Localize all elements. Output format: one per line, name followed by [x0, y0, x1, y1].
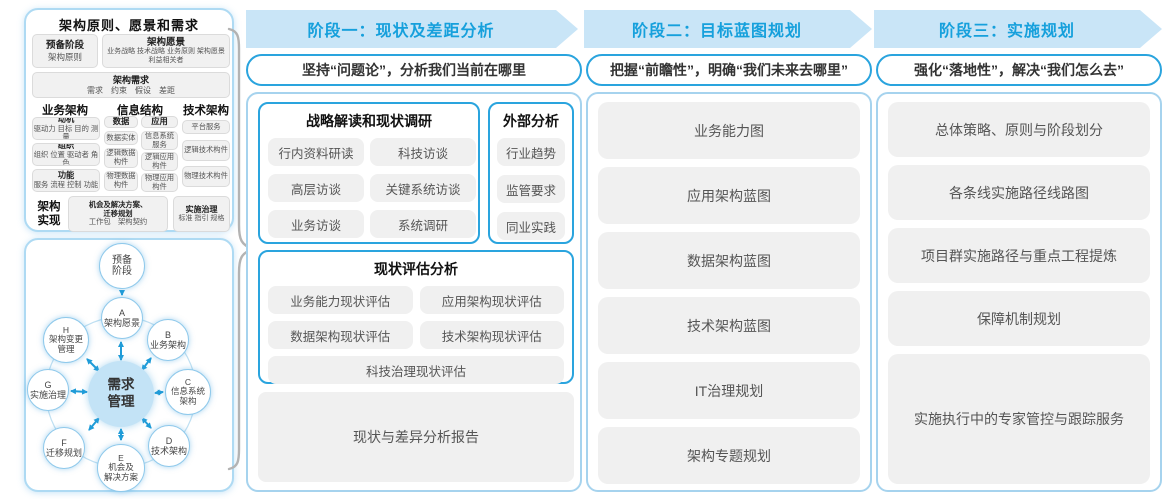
survey-item: 行内资料研读 — [268, 138, 364, 166]
implementation-box-2: 实施治理 标准 指引 规格 — [173, 196, 230, 232]
survey-item: 关键系统访谈 — [370, 174, 476, 202]
external-item: 行业趋势 — [497, 138, 565, 166]
business-item: 动机 驱动力 目标 目的 测量 — [32, 117, 100, 140]
phase3-item: 实施执行中的专家管控与跟踪服务 — [888, 354, 1150, 484]
phase3-band: 阶段三：实施规划 — [874, 10, 1162, 48]
tech-arch-title: 技术架构 — [183, 105, 229, 117]
business-arch-title: 业务架构 — [42, 105, 88, 117]
implementation-label: 架构 实现 — [37, 201, 61, 227]
phase2-motto: 把握“前瞻性”，明确“我们未来去哪里” — [586, 54, 872, 86]
phase2-item: 技术架构蓝图 — [598, 297, 860, 354]
prep-title: 预备阶段 — [45, 40, 84, 52]
business-item: 功能 服务 流程 控制 功能 — [32, 169, 100, 192]
app-label-box: 应用 — [141, 116, 178, 128]
business-item: 组织 组织 位置 驱动者 角色 — [32, 143, 100, 166]
data-label-box: 数据 — [104, 116, 138, 128]
phase3-item: 总体策略、原则与阶段划分 — [888, 102, 1150, 157]
assessment-item: 数据架构现状评估 — [268, 321, 413, 349]
requirements-sub: 需求 约束 假设 差距 — [87, 85, 175, 95]
phase3-item: 项目群实施路径与重点工程提炼 — [888, 228, 1150, 283]
panel-title: 架构原则、愿景和需求 — [58, 18, 199, 33]
tech-item: 逻辑技术构件 — [182, 140, 230, 161]
phase2-item: 应用架构蓝图 — [598, 167, 860, 224]
assessment-item: 应用架构现状评估 — [419, 286, 564, 314]
app-item: 信息系统服务 — [141, 131, 178, 150]
external-item: 监管要求 — [497, 175, 565, 203]
vision-sub: 业务战略 技术战略 业务原则 架构愿景 利益相关者 — [107, 48, 225, 64]
phase1-column: 战略解读和现状调研 行内资料研读 科技访谈 高层访谈 关键系统访谈 业务访谈 系… — [246, 92, 582, 492]
phase2-item: 业务能力图 — [598, 102, 860, 159]
phase2-item: 数据架构蓝图 — [598, 232, 860, 289]
phase3-motto: 强化“落地性”，解决“我们怎么去” — [876, 54, 1162, 86]
assessment-item: 科技治理现状评估 — [268, 356, 564, 384]
tech-item: 平台服务 — [182, 120, 230, 134]
assessment-group-title: 现状评估分析 — [374, 261, 458, 277]
requirements-title: 架构需求 — [112, 74, 149, 85]
external-item: 同业实践 — [497, 212, 565, 240]
survey-item: 高层访谈 — [268, 174, 364, 202]
tech-item: 物理技术构件 — [182, 166, 230, 187]
phase1-band: 阶段一：现状及差距分析 — [246, 10, 578, 48]
data-item: 数据实体 — [104, 131, 138, 145]
info-structure-title: 信息结构 — [117, 105, 163, 117]
prep-sub: 架构原则 — [47, 51, 82, 62]
survey-item: 系统调研 — [370, 210, 476, 238]
phase3-item: 各条线实施路径线路图 — [888, 165, 1150, 220]
data-item: 物理数据构件 — [104, 171, 138, 191]
phase1-survey-group: 战略解读和现状调研 行内资料研读 科技访谈 高层访谈 关键系统访谈 业务访谈 系… — [258, 102, 480, 244]
phase2-item: 架构专题规划 — [598, 427, 860, 484]
survey-group-title: 战略解读和现状调研 — [306, 113, 432, 129]
adm-circle-requirements-mgmt: 需求管理 — [88, 361, 154, 427]
requirements-box: 架构需求 需求 约束 假设 差距 — [32, 72, 230, 98]
phase2-band: 阶段二：目标蓝图规划 — [584, 10, 872, 48]
phase1-report-box: 现状与差异分析报告 — [258, 392, 574, 482]
prep-phase-box: 预备阶段 架构原则 — [32, 34, 98, 68]
data-item: 逻辑数据构件 — [104, 148, 138, 168]
app-item: 逻辑应用构件 — [141, 152, 178, 171]
phase1-assessment-group: 现状评估分析 业务能力现状评估 应用架构现状评估 数据架构现状评估 技术架构现状… — [258, 250, 574, 384]
vision-title: 架构愿景 — [146, 36, 185, 48]
phase3-column: 总体策略、原则与阶段划分 各条线实施路径线路图 项目群实施路径与重点工程提炼 保… — [876, 92, 1162, 492]
survey-item: 业务访谈 — [268, 210, 364, 238]
architecture-principles-panel: 架构原则、愿景和需求 预备阶段 架构原则 架构愿景 业务战略 技术战略 业务原则… — [24, 8, 234, 232]
phase3-item: 保障机制规划 — [888, 291, 1150, 346]
app-item: 物理应用构件 — [141, 173, 178, 192]
assessment-item: 业务能力现状评估 — [268, 286, 413, 314]
phase1-external-group: 外部分析 行业趋势 监管要求 同业实践 — [488, 102, 574, 244]
assessment-item: 技术架构现状评估 — [419, 321, 564, 349]
phase1-motto: 坚持“问题论”，分析我们当前在哪里 — [246, 54, 582, 86]
phase2-column: 业务能力图 应用架构蓝图 数据架构蓝图 技术架构蓝图 IT治理规划 架构专题规划 — [586, 92, 872, 492]
implementation-box-1: 机会及解决方案、 迁移规划 工作包 架构契约 — [68, 196, 168, 232]
external-group-title: 外部分析 — [503, 113, 559, 129]
phase2-item: IT治理规划 — [598, 362, 860, 419]
survey-item: 科技访谈 — [370, 138, 476, 166]
vision-box: 架构愿景 业务战略 技术战略 业务原则 架构愿景 利益相关者 — [102, 34, 230, 68]
adm-circle-preliminary: 预备阶段 — [99, 243, 145, 289]
